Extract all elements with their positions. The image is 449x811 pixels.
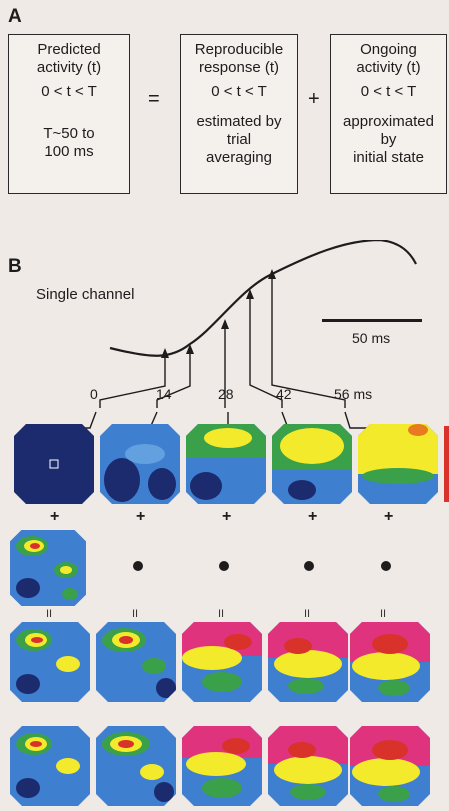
arrowhead-14ms xyxy=(186,344,194,354)
brain-map xyxy=(100,424,180,504)
box1-line1: Predicted xyxy=(37,41,101,58)
arrow-56ms xyxy=(271,277,346,408)
arrowhead-0ms xyxy=(161,348,169,358)
brain-map xyxy=(182,726,262,806)
map-row2-initial-state xyxy=(10,530,86,606)
equals-col1: II xyxy=(46,608,53,620)
box3-line3: 0 < t < T xyxy=(360,83,417,100)
brain-map xyxy=(182,622,262,702)
scale-bar xyxy=(322,319,422,322)
map-row1-t56 xyxy=(358,424,438,504)
plus-col2: + xyxy=(136,508,146,525)
box2-line3: 0 < t < T xyxy=(211,83,267,100)
map-row3-t28 xyxy=(182,622,262,702)
brain-map xyxy=(268,622,348,702)
dot-col2 xyxy=(133,561,143,571)
brain-map xyxy=(10,530,86,606)
box2-line6: averaging xyxy=(206,149,272,166)
arrowhead-56ms xyxy=(268,269,276,279)
map-row1-t0 xyxy=(14,424,94,504)
map-row3-t56 xyxy=(350,622,430,702)
map-row4-t42 xyxy=(268,726,348,806)
scale-bar-label: 50 ms xyxy=(352,330,391,346)
plus-col5: + xyxy=(384,508,394,525)
predicted-activity-box: Predicted activity (t) 0 < t < T T~50 to… xyxy=(8,34,130,194)
arrowhead-42ms xyxy=(246,289,254,299)
equals-col4: II xyxy=(304,608,311,620)
plus-sign: + xyxy=(308,88,320,110)
time-arrows xyxy=(99,277,346,408)
time-label-42: 42 xyxy=(276,386,292,402)
map-row4-t14 xyxy=(96,726,176,806)
box2-line1: Reproducible xyxy=(194,41,284,58)
plus-col4: + xyxy=(308,508,318,525)
box3-line6: initial state xyxy=(353,149,424,166)
brain-map xyxy=(272,424,352,504)
brain-map xyxy=(96,622,176,702)
time-label-56: 56 ms xyxy=(334,386,373,402)
single-channel-trace xyxy=(109,240,417,357)
arrow-heads xyxy=(161,269,276,358)
box1-line3: 0 < t < T xyxy=(41,83,97,100)
map-row4-t56 xyxy=(350,726,430,806)
time-label-14: 14 xyxy=(156,386,172,402)
arrowhead-28ms xyxy=(221,319,229,329)
arrow-0ms xyxy=(99,356,166,408)
map-row3-t42 xyxy=(268,622,348,702)
map-row1-t42 xyxy=(272,424,352,504)
plus-col3: + xyxy=(222,508,232,525)
single-channel-label: Single channel xyxy=(36,286,135,303)
box1-line5: 100 ms xyxy=(44,143,94,160)
box2-line2: response (t) xyxy=(198,59,280,76)
dot-col4 xyxy=(304,561,314,571)
box3-line1: Ongoing xyxy=(360,41,417,58)
box3-line4: approximated xyxy=(343,113,434,130)
map-row1-t14 xyxy=(100,424,180,504)
plus-col1: + xyxy=(50,508,60,525)
box1-line4: T~50 to xyxy=(43,125,95,142)
panel-b-letter: B xyxy=(8,256,22,277)
box2-line5: trial xyxy=(226,131,252,148)
brain-map xyxy=(186,424,266,504)
reproducible-response-box: Reproducible response (t) 0 < t < T esti… xyxy=(180,34,298,194)
dot-col5 xyxy=(381,561,391,571)
panel-a-letter: A xyxy=(8,6,22,27)
time-label-0: 0 xyxy=(90,386,98,402)
box2-line4: estimated by xyxy=(196,113,282,130)
equals-sign: = xyxy=(148,88,160,110)
brain-map xyxy=(350,622,430,702)
equals-col3: II xyxy=(218,608,225,620)
brain-map xyxy=(10,726,90,806)
box3-line2: activity (t) xyxy=(356,59,421,76)
arrow-14ms xyxy=(156,352,191,408)
arrow-42ms xyxy=(249,297,283,408)
color-scale-edge xyxy=(444,426,449,502)
map-row3-t14 xyxy=(96,622,176,702)
brain-map xyxy=(96,726,176,806)
brain-map xyxy=(350,726,430,806)
map-row3-t0 xyxy=(10,622,90,702)
brain-map xyxy=(358,424,438,504)
ongoing-activity-box: Ongoing activity (t) 0 < t < T approxima… xyxy=(330,34,447,194)
map-row4-t0 xyxy=(10,726,90,806)
equals-col5: II xyxy=(380,608,387,620)
equals-col2: II xyxy=(132,608,139,620)
box1-line2: activity (t) xyxy=(36,59,102,76)
time-label-28: 28 xyxy=(218,386,234,402)
brain-map xyxy=(10,622,90,702)
box3-line5: by xyxy=(380,131,397,148)
dot-col3 xyxy=(219,561,229,571)
brain-map xyxy=(268,726,348,806)
map-row4-t28 xyxy=(182,726,262,806)
map-row1-t28 xyxy=(186,424,266,504)
brain-map xyxy=(14,424,94,504)
